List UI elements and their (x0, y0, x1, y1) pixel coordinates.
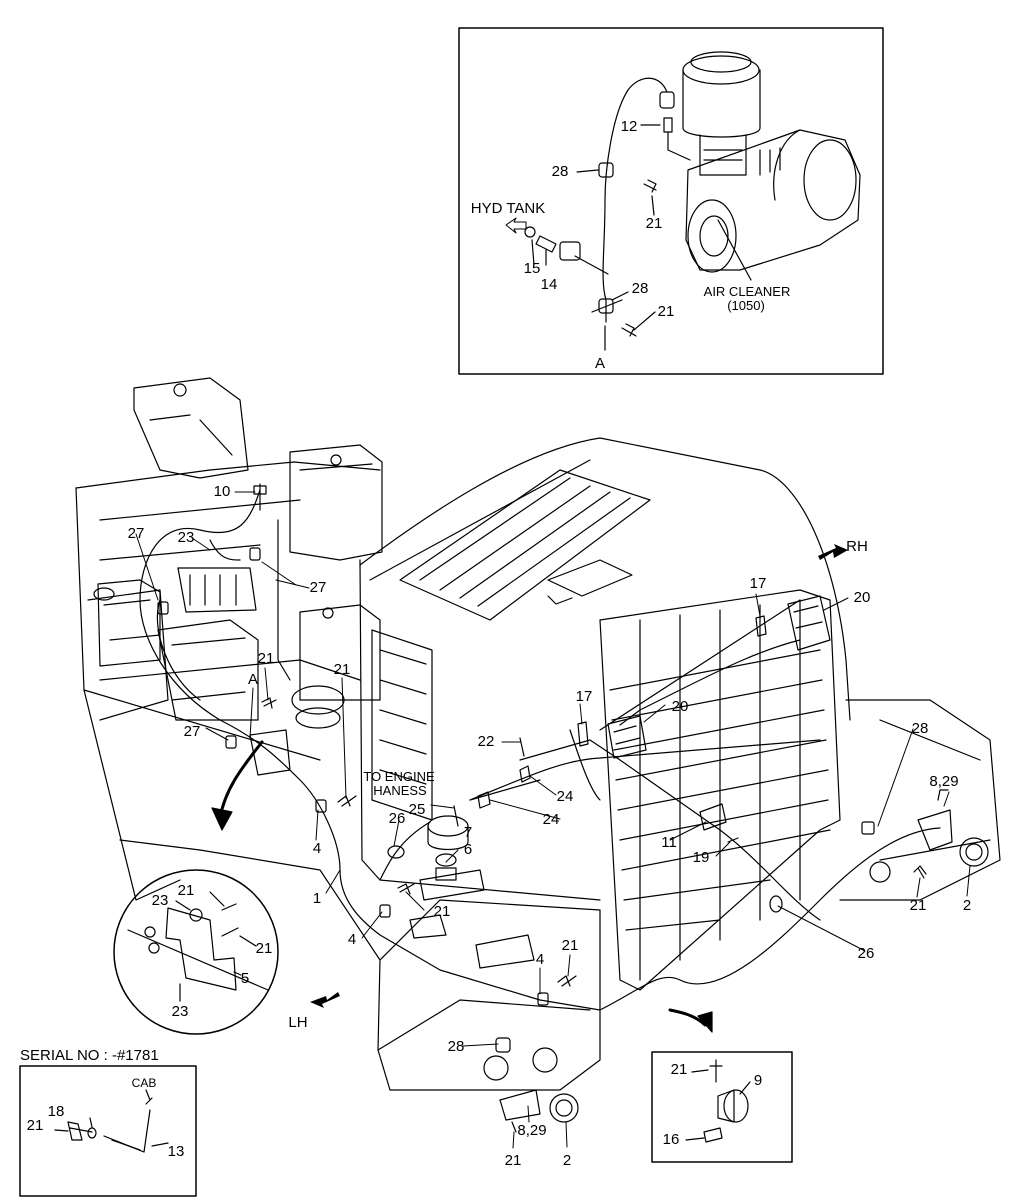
leader-lines (135, 491, 971, 1149)
callout-21: 21 (561, 937, 579, 954)
callout-21: 21 (255, 940, 273, 957)
callout-17: 17 (749, 575, 767, 592)
callout-21: 21 (333, 661, 351, 678)
callout-21: 21 (657, 303, 675, 320)
view-a-marker-main: A (247, 671, 259, 688)
callout-21: 21 (257, 650, 275, 667)
callout-26: 26 (857, 945, 875, 962)
callout-13: 13 (167, 1143, 185, 1160)
callout-21: 21 (177, 882, 195, 899)
callout-28: 28 (447, 1038, 465, 1055)
air-cleaner-inset (458, 27, 884, 375)
serial-inset (19, 1065, 197, 1197)
callout-12: 12 (620, 118, 638, 135)
callout-23: 23 (171, 1003, 189, 1020)
callout-14: 14 (540, 276, 558, 293)
callout-24: 24 (542, 811, 560, 828)
hyd-tank-label: HYD TANK (470, 200, 546, 217)
machine-linework (75, 377, 1001, 1091)
callout-18: 18 (47, 1103, 65, 1120)
callout-20: 20 (853, 589, 871, 606)
callout-21: 21 (670, 1061, 688, 1078)
callout-20: 20 (671, 698, 689, 715)
callout-4: 4 (347, 931, 357, 948)
rh-direction-arrow (818, 544, 848, 560)
callout-21: 21 (26, 1117, 44, 1134)
haness-label: HANESS (373, 783, 427, 798)
to-engine-label: TO ENGINE (363, 769, 435, 784)
lamp-inset (651, 1051, 793, 1163)
callout-17: 17 (575, 688, 593, 705)
callout-26: 26 (388, 810, 406, 827)
air-cleaner-code: (1050) (727, 298, 765, 313)
callout-21: 21 (504, 1152, 522, 1169)
callout-16: 16 (662, 1131, 680, 1148)
wiring-harness (139, 489, 941, 1011)
detail-circle (113, 869, 279, 1035)
callout-28: 28 (631, 280, 649, 297)
callout-15: 15 (523, 260, 541, 277)
components (157, 483, 989, 1133)
callout-10: 10 (213, 483, 231, 500)
callout-22: 22 (477, 733, 495, 750)
callout-19: 19 (692, 849, 710, 866)
callout-9: 9 (753, 1072, 763, 1089)
callout-27: 27 (309, 579, 327, 596)
serial-number-note: SERIAL NO : -#1781 (20, 1047, 159, 1064)
rh-label: RH (846, 538, 868, 555)
lh-direction-arrow (310, 992, 340, 1008)
callout-4: 4 (535, 951, 545, 968)
callout-28: 28 (911, 720, 929, 737)
callout-4: 4 (312, 840, 322, 857)
callout-8-29: 8,29 (929, 773, 959, 790)
lh-label: LH (288, 1014, 308, 1031)
view-a-marker-inset: A (594, 355, 606, 372)
cab-label: CAB (131, 1076, 157, 1090)
air-cleaner-label: AIR CLEANER (703, 284, 791, 299)
callout-21: 21 (645, 215, 663, 232)
callout-27: 27 (183, 723, 201, 740)
callout-2: 2 (562, 1152, 572, 1169)
callout-21: 21 (909, 897, 927, 914)
callout-8-29: 8,29 (517, 1122, 547, 1139)
callout-11: 11 (661, 834, 677, 851)
callout-24: 24 (556, 788, 574, 805)
callout-27: 27 (127, 525, 145, 542)
callout-2: 2 (962, 897, 972, 914)
callout-25: 25 (408, 801, 426, 818)
callout-28: 28 (551, 163, 569, 180)
callout-7: 7 (463, 824, 473, 841)
callout-23: 23 (151, 892, 169, 909)
callout-21: 21 (433, 903, 451, 920)
callout-6: 6 (463, 841, 473, 858)
callout-5: 5 (240, 970, 250, 987)
callout-23: 23 (177, 529, 195, 546)
callout-1: 1 (312, 890, 322, 907)
